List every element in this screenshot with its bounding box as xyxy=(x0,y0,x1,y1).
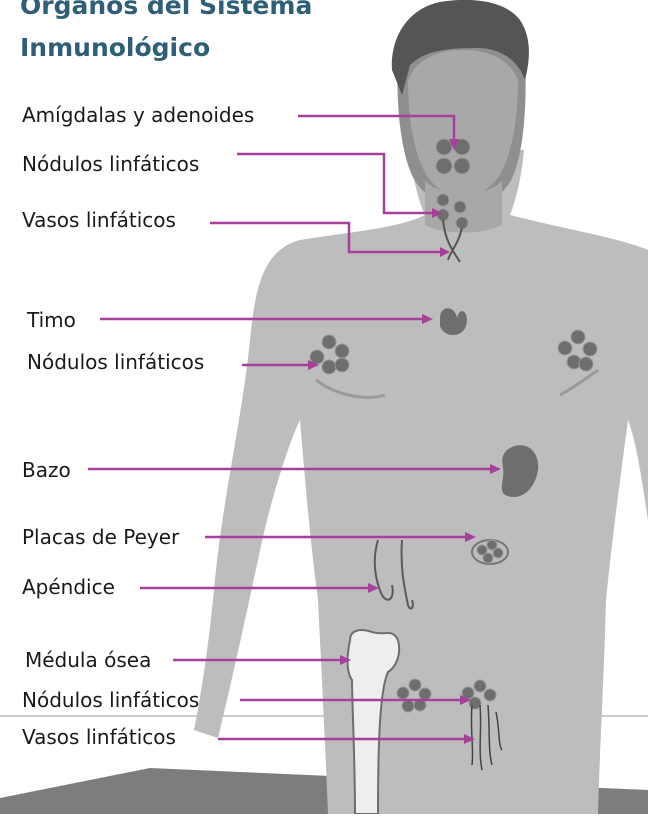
label-groin-nodes: Nódulos linfáticos xyxy=(22,688,200,712)
label-leg-vessels: Vasos linfáticos xyxy=(22,725,176,749)
label-tonsils: Amígdalas y adenoides xyxy=(22,103,255,127)
body-silhouette xyxy=(194,150,648,814)
bone-marrow-organ xyxy=(346,629,401,815)
label-spleen: Bazo xyxy=(22,458,71,482)
tonsils-organ xyxy=(435,138,471,175)
thymus-organ xyxy=(440,308,467,335)
arrow-heads xyxy=(308,139,501,744)
label-marrow: Médula ósea xyxy=(25,648,152,672)
spleen-organ xyxy=(501,445,539,498)
label-armpit-nodes: Nódulos linfáticos xyxy=(27,350,205,374)
armpit-lymph-nodes-left xyxy=(309,334,350,375)
label-appendix: Apéndice xyxy=(22,575,115,599)
groin-lymph-nodes-right xyxy=(461,679,497,710)
label-thymus: Timo xyxy=(27,308,76,332)
title-line-2: Inmunológico xyxy=(20,33,211,62)
neck-lymph-vessels xyxy=(442,219,463,263)
appendix-organ xyxy=(373,539,414,610)
armpit-vessel-right xyxy=(559,368,599,397)
neck-lymph-nodes xyxy=(436,193,469,230)
pointer-arrows xyxy=(88,114,490,741)
face xyxy=(408,50,518,198)
hair xyxy=(391,0,529,95)
armpit-lymph-nodes-right xyxy=(557,329,598,372)
label-peyer: Placas de Peyer xyxy=(22,525,180,549)
armpit-vessel-left xyxy=(315,378,386,399)
label-neck-nodes: Nódulos linfáticos xyxy=(22,152,200,176)
peyer-patches-organ xyxy=(471,539,509,565)
title-line-1: Órganos del Sistema xyxy=(20,0,313,20)
label-neck-vessels: Vasos linfáticos xyxy=(22,208,176,232)
